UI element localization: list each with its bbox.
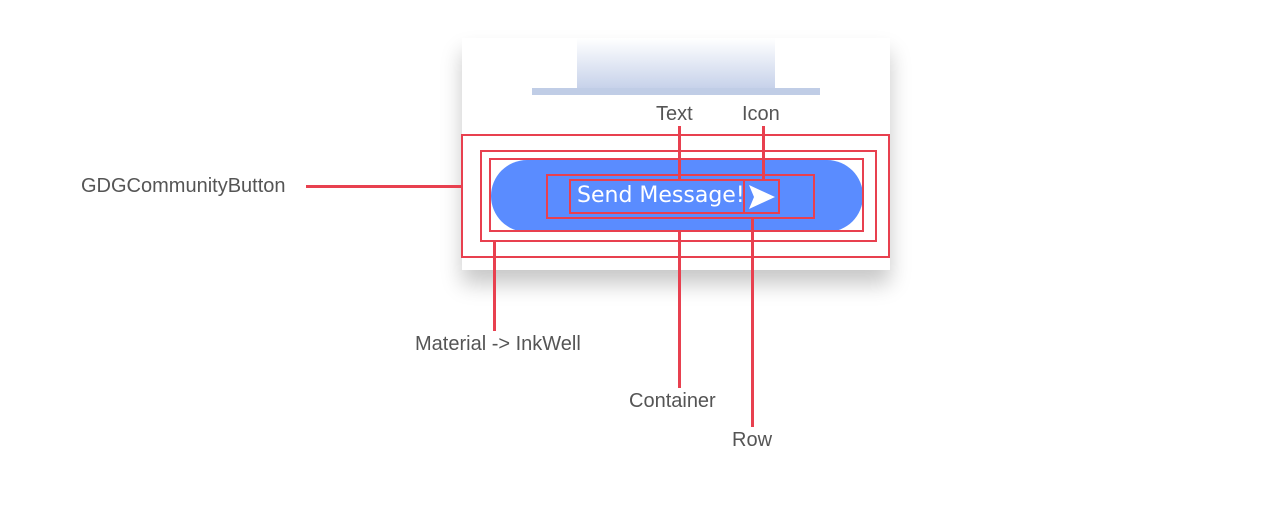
icon-leader-line: [762, 126, 765, 179]
send-message-button[interactable]: [491, 160, 863, 232]
row-leader-line: [751, 218, 754, 427]
container-box: [489, 158, 864, 232]
label-gdg-community-button: GDGCommunityButton: [81, 175, 286, 197]
phone-body-illustration: [577, 38, 775, 88]
send-icon: [749, 185, 775, 209]
text-box: [569, 179, 745, 214]
inkwell-leader-line: [493, 241, 496, 331]
label-icon: Icon: [742, 103, 780, 125]
gdg-community-button-box: [461, 134, 890, 258]
label-material-inkwell: Material -> InkWell: [415, 333, 581, 355]
gdg-leader-line: [306, 185, 461, 188]
label-text: Text: [656, 103, 693, 125]
label-row: Row: [732, 429, 773, 451]
send-message-label: Send Message!: [577, 183, 745, 208]
text-leader-line: [678, 126, 681, 179]
icon-box: [743, 179, 780, 214]
container-leader-line: [678, 231, 681, 388]
phone-base-illustration: [532, 88, 820, 95]
label-container: Container: [629, 390, 716, 412]
